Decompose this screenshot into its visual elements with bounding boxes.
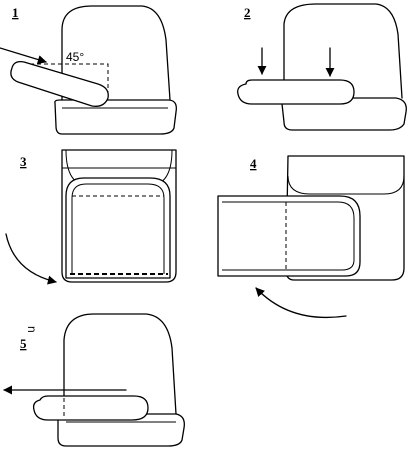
step-2-number: 2 xyxy=(244,5,251,20)
step-3-panel: 3 xyxy=(5,149,177,285)
step-4-extended-cushion xyxy=(217,195,361,277)
step-3-folded-cushion xyxy=(65,177,171,279)
step-2-seat-back xyxy=(283,3,403,99)
step-5-seat-back xyxy=(63,313,177,415)
step-4-number: 4 xyxy=(250,156,257,171)
step-5-stray-mark: n xyxy=(25,326,39,333)
step-5-sliding-cushion xyxy=(32,395,149,421)
step-3-curved-arrow xyxy=(5,233,57,285)
step-1-seat-back xyxy=(61,5,171,101)
step-1-number: 1 xyxy=(12,5,19,20)
step-1-panel: 1 45° xyxy=(0,5,177,135)
step-4-curved-arrow xyxy=(255,287,347,319)
step-1-tilted-cushion xyxy=(10,60,109,107)
step-3-number: 3 xyxy=(20,154,27,169)
step-5-number: 5 xyxy=(20,336,27,351)
step-1-angle-label: 45° xyxy=(66,50,84,64)
step-5-panel: 5 n xyxy=(3,313,185,447)
step-1-arrow xyxy=(0,47,47,64)
step-2-panel: 2 xyxy=(237,3,407,131)
step-3-seat-outline xyxy=(61,149,177,283)
step-2-flat-cushion xyxy=(237,79,355,105)
step-4-panel: 4 xyxy=(217,155,405,319)
step-1-angle-guide xyxy=(30,63,109,92)
step-1-seat-cushion xyxy=(54,99,177,135)
